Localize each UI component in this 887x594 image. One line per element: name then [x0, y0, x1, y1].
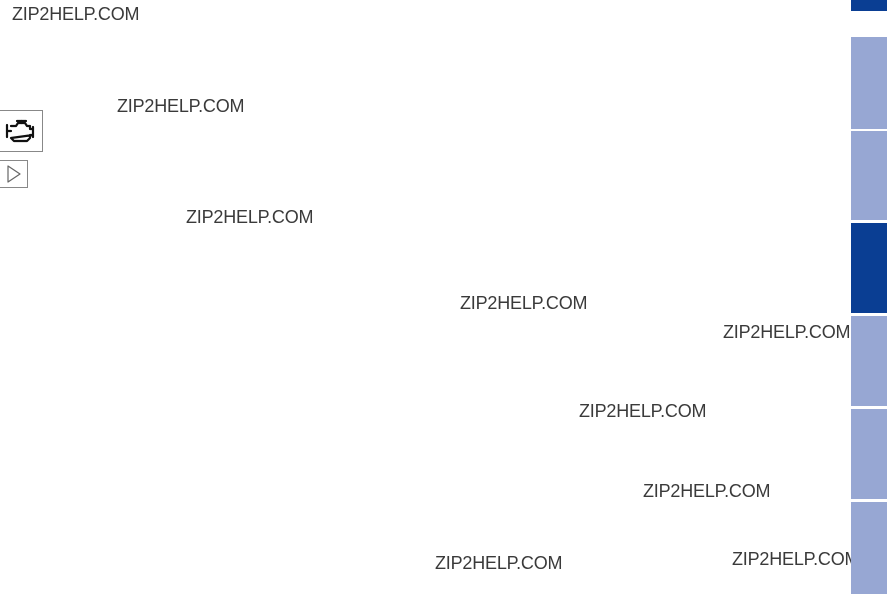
engine-check-icon: [5, 119, 35, 143]
watermark-text: ZIP2HELP.COM: [12, 4, 140, 24]
watermark-text: ZIP2HELP.COM: [732, 549, 860, 569]
section-tab-5[interactable]: [851, 409, 887, 499]
watermark-text: ZIP2HELP.COM: [117, 96, 245, 116]
section-tab-2[interactable]: [851, 131, 887, 220]
section-tab-1[interactable]: [851, 37, 887, 129]
watermark-text: ZIP2HELP.COM: [460, 293, 588, 313]
play-icon-box: [0, 160, 28, 188]
section-tab-top-edge: [851, 0, 887, 11]
watermark-text: ZIP2HELP.COM: [643, 481, 771, 501]
watermark-text: ZIP2HELP.COM: [186, 207, 314, 227]
engine-icon-box: [0, 110, 43, 152]
watermark-text: ZIP2HELP.COM: [723, 322, 851, 342]
section-tab-3-active[interactable]: [851, 223, 887, 313]
play-triangle-icon: [6, 165, 21, 183]
section-tabs: [851, 0, 887, 594]
section-tab-4[interactable]: [851, 316, 887, 406]
watermark-text: ZIP2HELP.COM: [579, 401, 707, 421]
watermark-text: ZIP2HELP.COM: [435, 553, 563, 573]
section-tab-6[interactable]: [851, 502, 887, 594]
